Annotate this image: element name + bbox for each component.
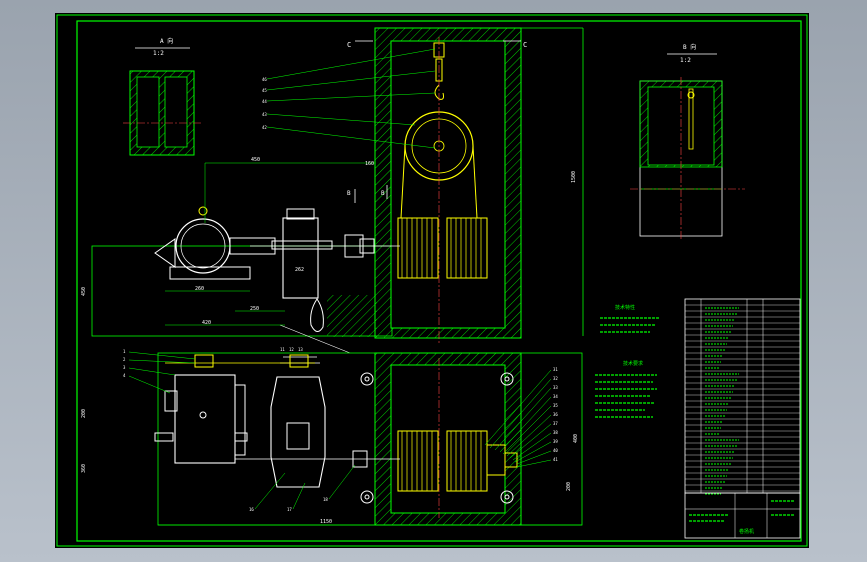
leader-37: 37 — [553, 421, 558, 426]
leader-3: 3 — [123, 365, 126, 370]
leader-18: 18 — [323, 497, 328, 502]
drum-plan — [397, 430, 518, 492]
cad-drawing: A 向 1:2 B 向 1:2 C C — [56, 14, 808, 547]
section-mark-left: C — [347, 41, 351, 49]
gearbox-elevation: 262 — [271, 208, 333, 299]
drum-elevation-left — [397, 217, 439, 279]
drawing-sheet: A 向 1:2 B 向 1:2 C C — [55, 13, 809, 548]
dim-right-h1: 400 — [573, 434, 579, 443]
dim-gear-h: 262 — [295, 267, 304, 273]
leader-40: 40 — [553, 448, 558, 453]
leader-43: 43 — [262, 112, 267, 117]
leader-13: 13 — [298, 347, 303, 352]
outer-border — [56, 14, 808, 547]
leader-17: 17 — [287, 507, 292, 512]
leaders-plan: 1 2 3 4 11 12 13 31 32 33 34 35 36 37 38… — [123, 347, 558, 512]
dim-plan-width: 1150 — [320, 519, 332, 525]
inner-border — [76, 20, 802, 542]
gearbox-plan — [270, 356, 326, 488]
leader-42: 42 — [262, 125, 267, 130]
motor-plan — [154, 374, 248, 464]
title-block-label: 卷扬机 — [739, 528, 754, 535]
title-block: 卷扬机 — [684, 492, 801, 539]
leader-35: 35 — [553, 403, 558, 408]
leader-12: 12 — [289, 347, 294, 352]
motor-elevation — [154, 206, 276, 280]
technical-notes: 技术特性 技术要求 — [595, 304, 660, 418]
dim-base-c: 420 — [202, 320, 211, 326]
dim-top-width: 450 — [251, 157, 260, 163]
anchor-bolts — [360, 372, 514, 504]
leader-38: 38 — [553, 430, 558, 435]
notes-title-1: 技术特性 — [615, 304, 635, 311]
leader-1: 1 — [123, 349, 126, 354]
view-arrow-b-2: B — [381, 190, 385, 197]
leader-36: 36 — [553, 412, 558, 417]
dim-left-height: 450 — [81, 287, 87, 296]
dim-plan-h2: 360 — [81, 464, 87, 473]
leader-34: 34 — [553, 394, 558, 399]
leader-16: 16 — [249, 507, 254, 512]
view-a-scale: 1:2 — [153, 50, 164, 57]
leader-33: 33 — [553, 385, 558, 390]
dim-base-a: 260 — [195, 286, 204, 292]
dim-base-b: 250 — [250, 306, 259, 312]
leader-46: 46 — [262, 77, 267, 82]
leader-45: 45 — [262, 88, 267, 93]
leader-32: 32 — [553, 376, 558, 381]
dim-total-height: 1500 — [571, 171, 577, 183]
plan-view: 200 360 400 200 1150 1 2 3 4 11 12 13 31… — [81, 347, 583, 526]
dim-right-h2: 200 — [566, 482, 572, 491]
view-a-title: A 向 — [160, 37, 173, 45]
leader-11: 11 — [280, 347, 285, 352]
section-mark-right: C — [523, 41, 527, 49]
view-b-scale: 1:2 — [680, 57, 691, 64]
drum-elevation-right — [446, 217, 488, 279]
view-b: B 向 1:2 — [630, 43, 745, 241]
view-b-title: B 向 — [683, 43, 696, 51]
view-arrow-b-1: B — [347, 190, 351, 197]
leader-4: 4 — [123, 373, 126, 378]
leader-41: 41 — [553, 457, 558, 462]
notes-title-2: 技术要求 — [623, 360, 643, 367]
view-a: A 向 1:2 — [123, 37, 201, 156]
leader-39: 39 — [553, 439, 558, 444]
leaders-left: 46 45 44 43 42 — [262, 48, 436, 149]
dim-mid-width: 160 — [365, 161, 374, 167]
elevation-view: C C — [81, 27, 584, 354]
dim-plan-h1: 200 — [81, 409, 87, 418]
leader-31: 31 — [553, 367, 558, 372]
leader-44: 44 — [262, 99, 267, 104]
parts-list — [684, 298, 801, 495]
leader-2: 2 — [123, 357, 126, 362]
